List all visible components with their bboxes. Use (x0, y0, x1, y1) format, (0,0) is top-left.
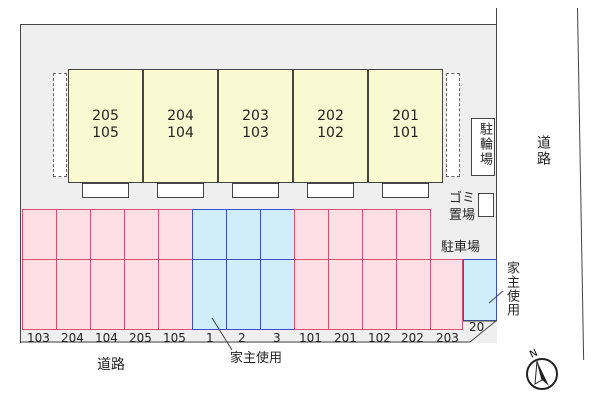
parking-space[interactable] (90, 209, 125, 260)
owner-space-pointer (488, 290, 504, 304)
road-label-right: 道路 (535, 135, 551, 167)
owner-parking-space[interactable] (192, 259, 227, 330)
garbage-area-box (478, 193, 494, 217)
unit-lower-number: 105 (92, 125, 119, 141)
parking-space[interactable] (362, 209, 397, 260)
space-label: 204 (61, 331, 84, 345)
unit-upper-number: 203 (242, 108, 269, 124)
space-20-label: 20 (469, 320, 485, 334)
parking-space[interactable] (56, 209, 91, 260)
unit-lower-number: 103 (242, 125, 269, 141)
space-label: 202 (401, 331, 424, 345)
parking-space[interactable] (22, 209, 57, 260)
dashed-extension-right (446, 73, 460, 177)
owner-parking-space[interactable] (260, 259, 295, 330)
lot-right-boundary (496, 8, 497, 320)
space-label: 205 (129, 331, 152, 345)
space-label: 203 (436, 331, 459, 345)
unit-balcony (157, 183, 204, 198)
unit-lower-number: 104 (167, 125, 194, 141)
parking-space[interactable] (328, 209, 363, 260)
bicycle-parking (471, 118, 495, 176)
garbage-area-label-2: 置場 (449, 208, 476, 223)
svg-text:N: N (528, 348, 539, 361)
unit-upper-number: 204 (167, 108, 194, 124)
unit-balcony (82, 183, 129, 198)
parking-space[interactable] (158, 259, 193, 330)
space-label: 104 (95, 331, 118, 345)
unit-balcony (232, 183, 279, 198)
unit-upper-number: 201 (392, 108, 419, 124)
unit-lower-number: 102 (317, 125, 344, 141)
unit-balcony (382, 183, 429, 198)
space-label: 103 (27, 331, 50, 345)
parking-space[interactable] (158, 209, 193, 260)
space-label: 102 (368, 331, 391, 345)
unit-lower-number: 101 (392, 125, 419, 141)
parking-space[interactable] (124, 259, 159, 330)
unit-upper-number: 202 (317, 108, 344, 124)
road-label-bottom: 道路 (97, 357, 125, 373)
north-compass-icon: N (526, 348, 558, 390)
unit-balcony (307, 183, 354, 198)
space-label: 105 (163, 331, 186, 345)
parking-space[interactable] (56, 259, 91, 330)
space-label: 101 (299, 331, 322, 345)
space-label: 201 (334, 331, 357, 345)
parking-label: 駐車場 (441, 240, 481, 255)
space-label: 3 (273, 331, 281, 345)
space-label: 2 (238, 331, 246, 345)
dashed-extension-left (53, 73, 67, 177)
unit-upper-number: 205 (92, 108, 119, 124)
owner-parking-space[interactable] (226, 259, 261, 330)
bicycle-parking-label: 駐輪場 (477, 122, 492, 167)
space-label: 1 (206, 331, 214, 345)
owner-use-label: 家主使用 (230, 351, 283, 366)
parking-space[interactable] (430, 259, 463, 330)
parking-space[interactable] (396, 209, 431, 260)
owner-parking-space[interactable] (260, 209, 295, 260)
owner-use-label-right: 家主使用 (504, 261, 519, 317)
owner-parking-space-right[interactable] (463, 259, 497, 321)
parking-space[interactable] (328, 259, 363, 330)
garbage-area-label-1: ゴミ (449, 191, 476, 206)
